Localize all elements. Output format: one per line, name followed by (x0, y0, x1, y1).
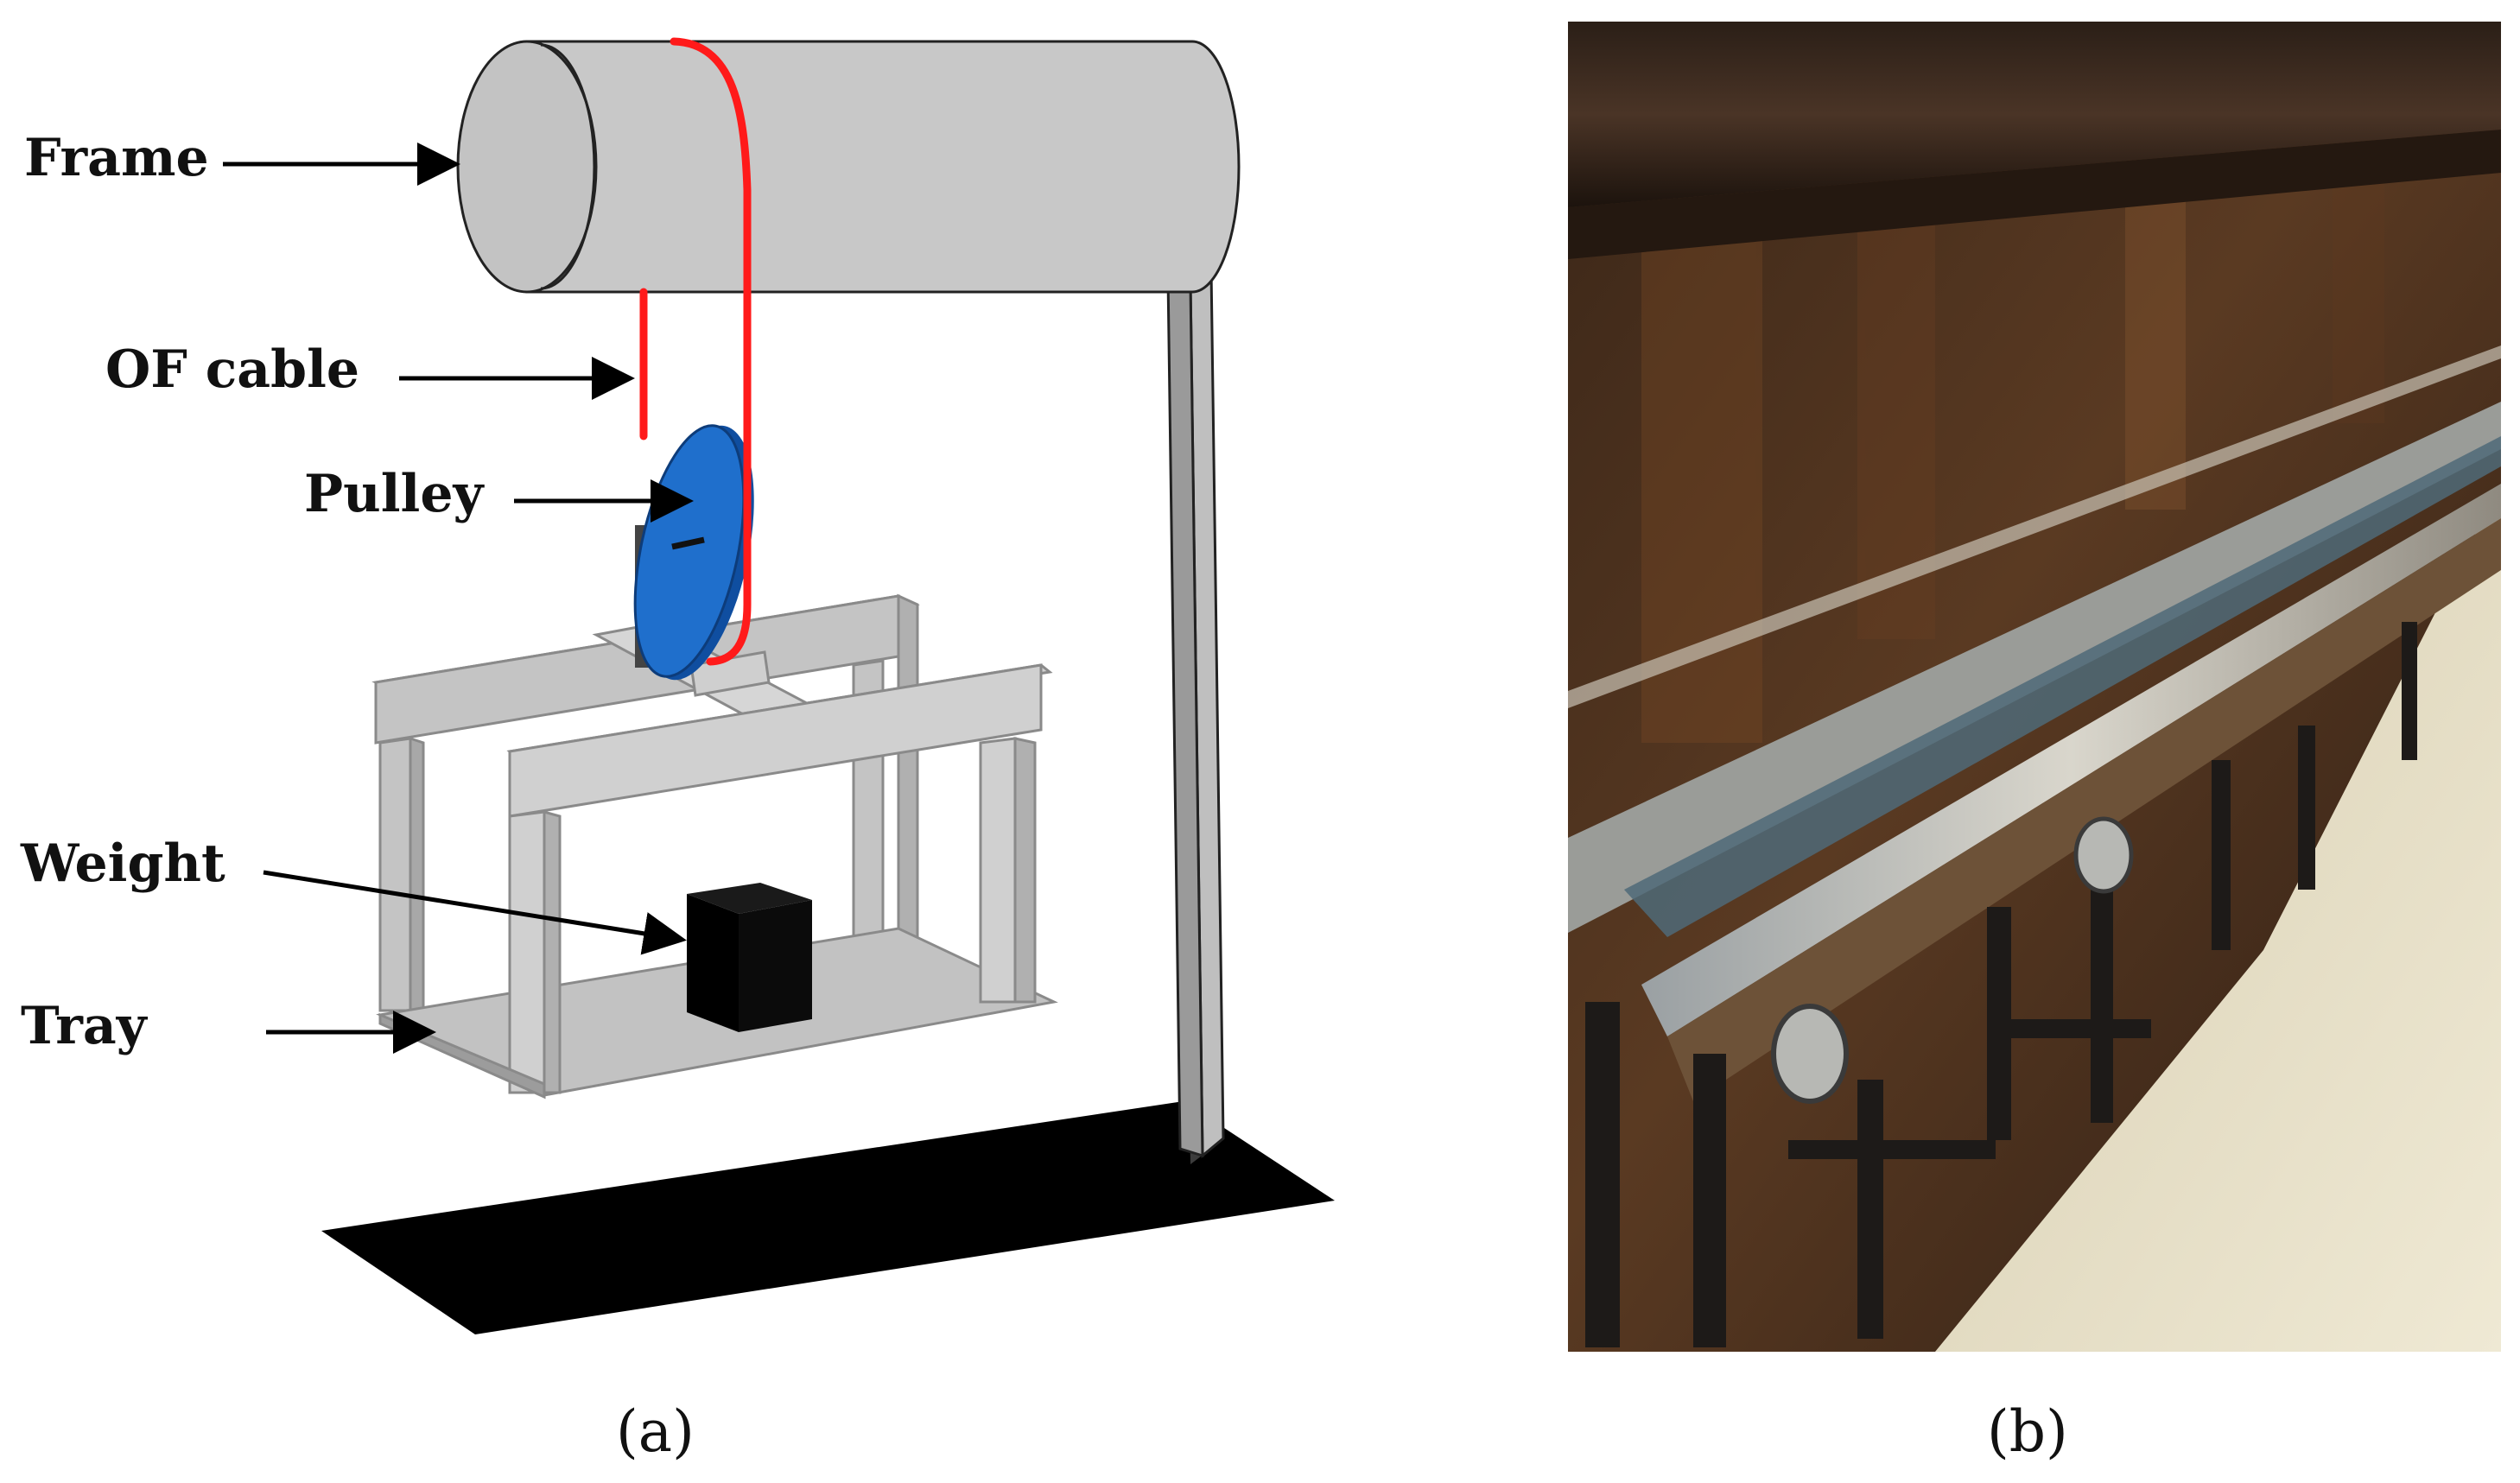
photo-pipe (1568, 22, 2501, 207)
photo-wall-strip (1568, 345, 2501, 708)
weight-block (687, 883, 812, 1032)
photo-supports (1585, 622, 2417, 1347)
caption-a: (a) (616, 1398, 695, 1465)
panel-a-diagram: Frame OF cable Pulley Weight Tray (a) (20, 37, 1335, 1465)
floor-base (321, 1101, 1335, 1334)
photo-tray-rail (1641, 484, 2501, 1036)
label-of-cable: OF cable (105, 339, 359, 400)
label-weight: Weight (20, 833, 225, 894)
of-cable (639, 37, 752, 666)
photo-floor (1935, 484, 2501, 1352)
frame-post (1166, 255, 1225, 1164)
label-tray: Tray (21, 996, 149, 1056)
panel-b-photo: (b) (1568, 22, 2501, 1465)
photo-tray-water (1624, 436, 2501, 937)
label-frame: Frame (24, 128, 209, 188)
caption-b: (b) (1987, 1398, 2068, 1465)
photo-wall-texture (1641, 181, 2384, 743)
label-pulley: Pulley (304, 464, 486, 524)
photo-pulleys (1771, 816, 2134, 1104)
tray-front-frame (378, 663, 1053, 1100)
arrow-weight (263, 870, 687, 955)
photo-tray-side (1667, 518, 2501, 1101)
photo-pipe-lower (1568, 130, 2501, 259)
frame-cylinder (456, 40, 1241, 294)
